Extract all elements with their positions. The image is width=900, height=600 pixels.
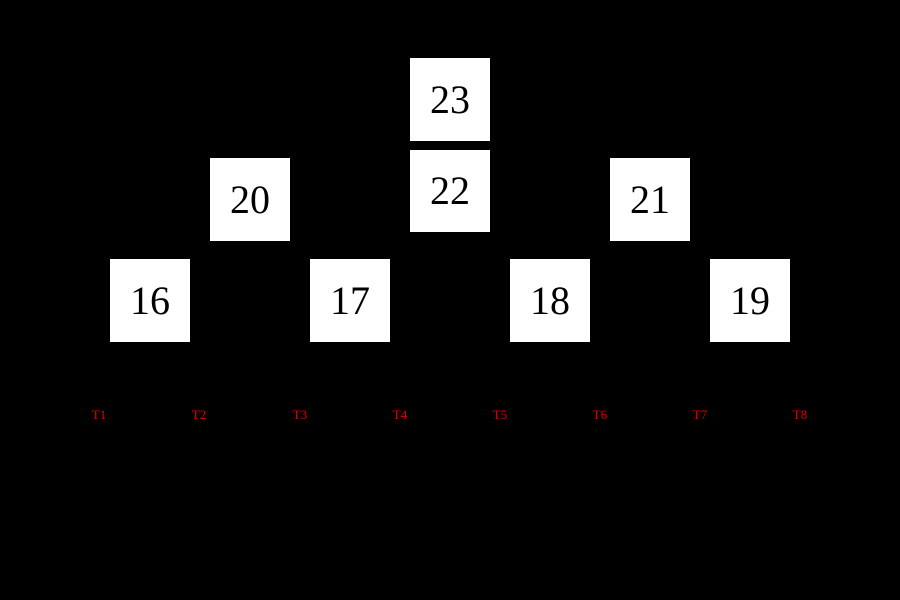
tick-label-t7: T7: [692, 407, 708, 422]
tick-label-t1: T1: [91, 407, 107, 422]
tick-label-t6: T6: [592, 407, 608, 422]
tree-node-18: 18: [510, 259, 590, 342]
tree-node-19: 19: [710, 259, 790, 342]
tick-label-t4: T4: [392, 407, 408, 422]
tree-node-22: 22: [410, 150, 490, 232]
tick-label-t2: T2: [191, 407, 207, 422]
tick-label-t3: T3: [292, 407, 308, 422]
tree-node-16: 16: [110, 259, 190, 342]
tree-node-20: 20: [210, 158, 290, 241]
tick-label-t5: T5: [492, 407, 508, 422]
tree-node-23: 23: [410, 58, 490, 141]
tree-node-17: 17: [310, 259, 390, 342]
tree-node-21: 21: [610, 158, 690, 241]
tick-label-t8: T8: [792, 407, 808, 422]
